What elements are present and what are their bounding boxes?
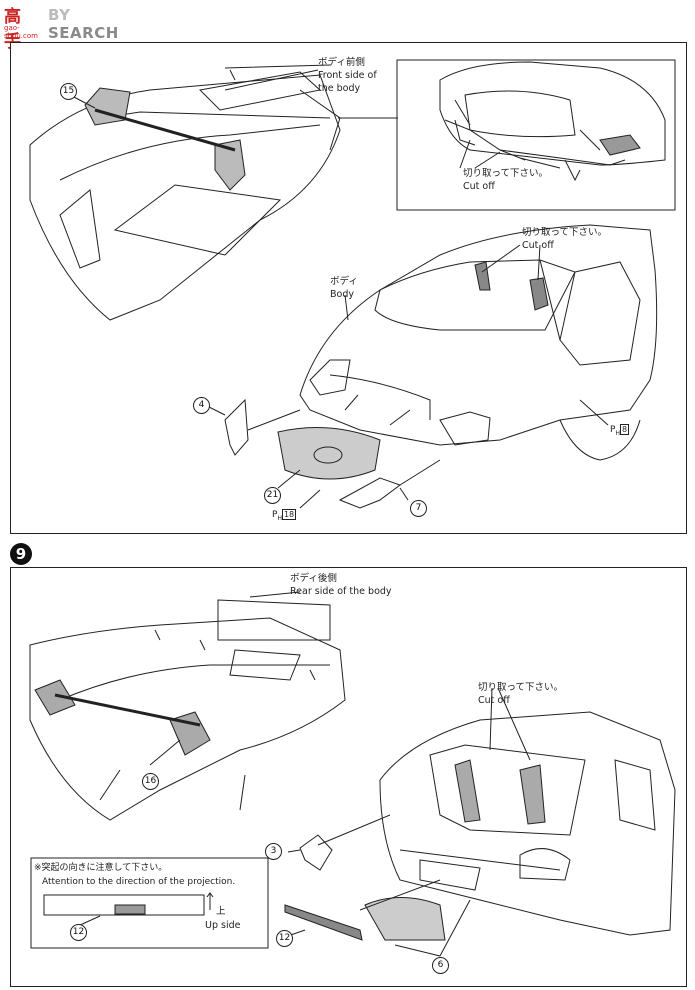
paint-ref-18-sub: H [277,514,282,522]
part-number-15: 15 [60,83,77,100]
rear-side-label-en: Rear side of the body [290,586,392,597]
paint-ref-8-num: 8 [619,424,630,435]
part-number-21: 21 [264,487,281,504]
brand-name: BY SEARCH [48,6,119,42]
body-label-en: Body [330,289,354,300]
up-label-en: Up side [205,920,241,931]
step-number-9: 9 [10,543,32,565]
projection-note-jp: ※突起の向きに注意して下さい。 [34,863,168,873]
main-cut-en: Cut off [522,240,554,251]
projection-note-en: Attention to the direction of the projec… [42,877,236,887]
part-number-3: 3 [265,843,282,860]
paint-ref-18-num: 18 [281,509,297,520]
front-side-label-en-1: Front side of [318,70,377,81]
part-number-12-note: 12 [70,924,87,941]
part-number-16: 16 [142,773,159,790]
inset-cut-en: Cut off [463,181,495,192]
part-number-6: 6 [432,957,449,974]
paint-ref-8-sub: H [615,429,620,437]
rear-side-label-jp: ボディ後側 [290,573,337,584]
main-cut-jp: 切り取って下さい。 [522,227,608,238]
part-number-7: 7 [410,500,427,517]
paint-ref-8-prefix: P [610,425,616,435]
part-number-4: 4 [193,397,210,414]
inset-cut-jp: 切り取って下さい。 [463,168,549,179]
front-side-label-en-2: the body [318,83,361,94]
up-label-jp: 上 [216,906,226,917]
step9-panel [10,567,687,987]
brand-partial: BY [48,6,71,24]
body-label-jp: ボディ [330,276,358,287]
rear-cut-en: Cut off [478,695,510,706]
brand-search: SEARCH [48,24,119,42]
part-number-12: 12 [276,930,293,947]
logo-url: gao-shou.com [4,24,38,40]
rear-cut-jp: 切り取って下さい。 [478,682,564,693]
front-side-label-jp: ボディ前側 [318,57,365,68]
paint-ref-18-prefix: P [272,510,278,520]
